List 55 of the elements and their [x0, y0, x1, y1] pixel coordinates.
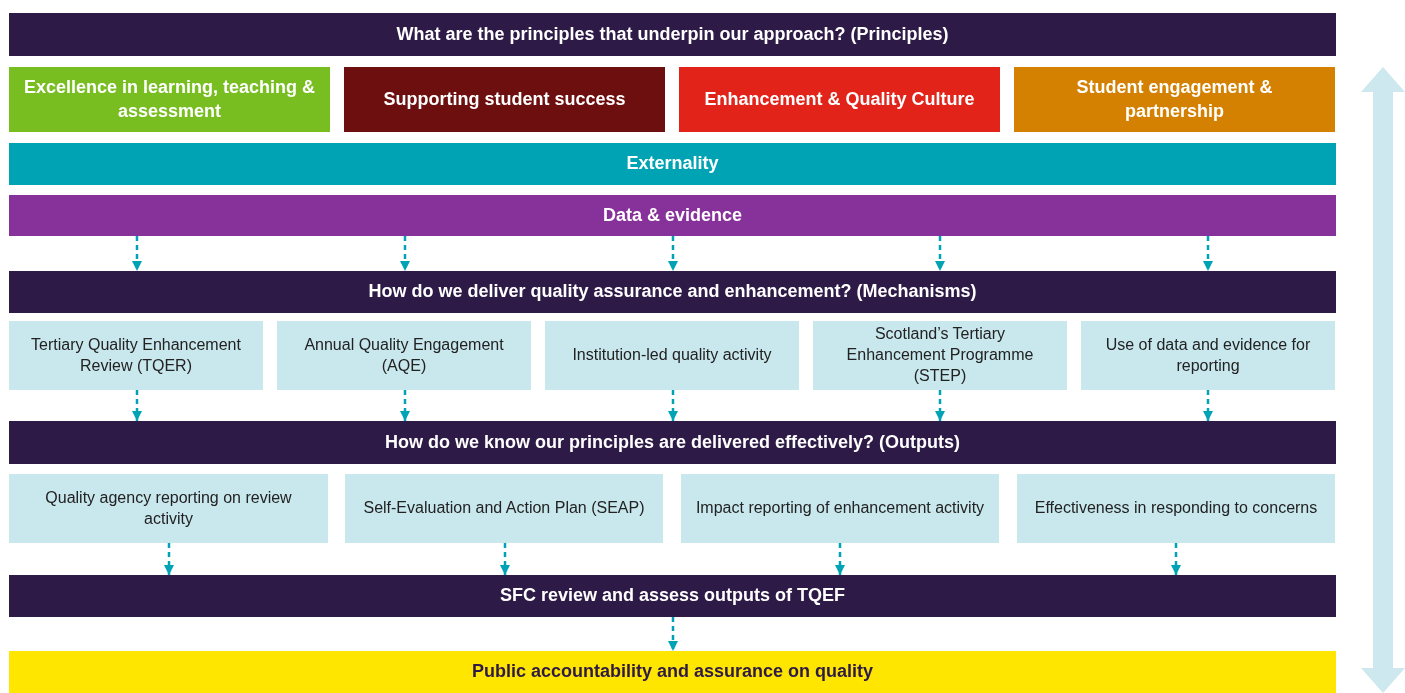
band-text: Annual Quality Engagement (AQE) — [303, 334, 505, 376]
arrow — [1171, 543, 1181, 575]
principle-band — [9, 143, 1336, 185]
mechanism-box — [277, 321, 531, 390]
heading-band — [9, 421, 1336, 464]
band-text: Effectiveness in responding to concerns — [1034, 498, 1318, 519]
band-text: Use of data and evidence for reporting — [1104, 334, 1312, 376]
output-box — [9, 474, 328, 543]
band-text: SFC review and assess outputs of TQEF — [499, 584, 846, 608]
arrow — [132, 236, 142, 271]
mechanism-box — [545, 321, 799, 390]
arrow — [1203, 236, 1213, 271]
output-box — [681, 474, 999, 543]
band-text: Public accountability and assurance on quality — [471, 660, 874, 684]
band-text: How do we deliver quality assurance and enhancement? (Mechanisms) — [368, 280, 977, 304]
mechanism-box — [813, 321, 1067, 390]
outcome-band — [9, 651, 1336, 693]
arrow — [500, 543, 510, 575]
heading-band — [9, 271, 1336, 313]
band-text: Impact reporting of enhancement activity — [695, 498, 985, 519]
band-text: Self-Evaluation and Action Plan (SEAP) — [363, 498, 645, 519]
band-text: Data & evidence — [602, 203, 743, 227]
heading-band — [9, 575, 1336, 617]
arrow — [935, 390, 945, 421]
band-text: Quality agency reporting on review activity — [44, 487, 293, 529]
band-text: Tertiary Quality Enhancement Review (TQER) — [30, 334, 242, 376]
band-text: Student engagement & partnership — [1075, 76, 1274, 123]
principle-band — [9, 195, 1336, 236]
band-text: Scotland’s Tertiary Enhancement Programme (STEP) — [845, 324, 1035, 386]
arrow — [400, 236, 410, 271]
arrow — [164, 543, 174, 575]
arrow — [400, 390, 410, 421]
arrow — [668, 390, 678, 421]
principle-box — [344, 67, 665, 132]
band-text: Externality — [626, 152, 719, 176]
arrow — [668, 236, 678, 271]
heading-band — [9, 13, 1336, 56]
principle-box — [1014, 67, 1335, 132]
output-box — [345, 474, 663, 543]
mechanism-box — [1081, 321, 1335, 390]
band-text: What are the principles that underpin our approach? (Principles) — [396, 22, 949, 46]
band-text: Institution-led quality activity — [572, 345, 772, 366]
mechanism-box — [9, 321, 263, 390]
principle-box — [679, 67, 1000, 132]
arrow — [1203, 390, 1213, 421]
arrow — [668, 617, 678, 651]
principle-box — [9, 67, 330, 132]
band-text: Supporting student success — [383, 87, 626, 111]
band-text: How do we know our principles are delivered effectively? (Outputs) — [384, 430, 961, 454]
band-text: Excellence in learning, teaching & assessment — [23, 76, 316, 123]
output-box — [1017, 474, 1335, 543]
arrow — [935, 236, 945, 271]
arrow — [132, 390, 142, 421]
arrow — [835, 543, 845, 575]
band-text: Enhancement & Quality Culture — [704, 87, 975, 111]
